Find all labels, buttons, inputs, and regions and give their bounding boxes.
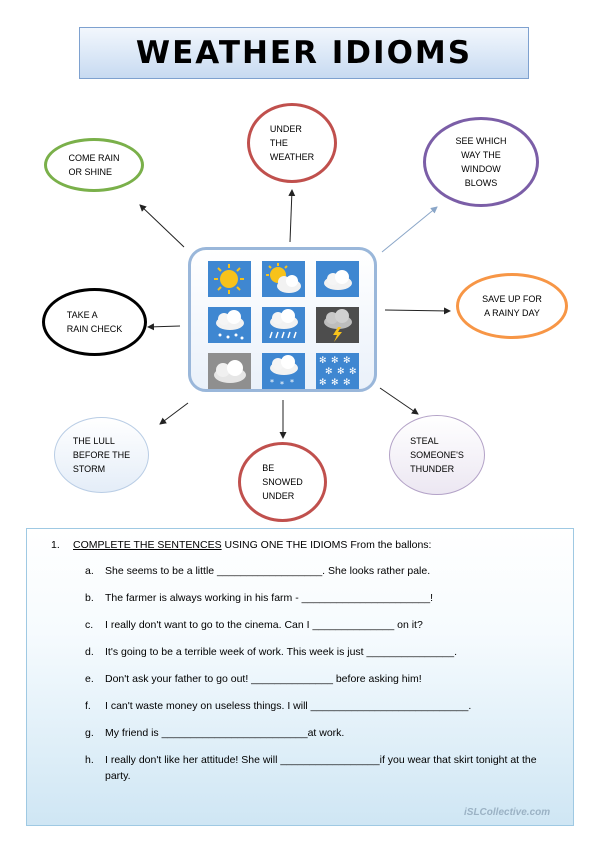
instruction-underlined: COMPLETE THE SENTENCES xyxy=(73,539,222,551)
bubble-steal-text: STEAL SOMEONE'S THUNDER xyxy=(410,436,464,474)
bubble-save-up: SAVE UP FOR A RAINY DAY xyxy=(456,273,568,339)
weather-icons-panel: *** ✻✻✻ ✻✻✻ ✻✻✻ xyxy=(188,247,377,392)
svg-text:✻: ✻ xyxy=(337,367,345,377)
snowflakes-icon: ✻✻✻ ✻✻✻ ✻✻✻ xyxy=(316,353,359,389)
exercise-number: 1. xyxy=(51,539,60,551)
svg-text:✻: ✻ xyxy=(331,356,339,366)
svg-text:*: * xyxy=(280,380,284,389)
bubble-under-weather: UNDER THE WEATHER xyxy=(247,103,337,183)
storm-icon xyxy=(316,307,359,343)
svg-text:*: * xyxy=(270,378,274,387)
item-letter: f. xyxy=(85,700,91,712)
instruction-rest: USING ONE THE IDIOMS From the ballons: xyxy=(221,539,432,551)
item-letter: e. xyxy=(85,673,94,685)
cloud-icon xyxy=(316,261,359,297)
bubble-come-rain-text: COME RAIN OR SHINE xyxy=(68,153,120,177)
page-title: WEATHER IDIOMS xyxy=(135,35,473,71)
arrow-take-rain-check xyxy=(147,323,181,331)
bubble-steal: STEAL SOMEONE'S THUNDER xyxy=(389,415,485,495)
item-letter: g. xyxy=(85,727,94,739)
item-sentence: My friend is _________________________at… xyxy=(105,727,345,739)
svg-text:✻: ✻ xyxy=(349,367,357,377)
item-letter: a. xyxy=(85,565,94,577)
item-letter: b. xyxy=(85,592,94,604)
item-sentence: I can't waste money on useless things. I… xyxy=(105,700,472,712)
svg-text:*: * xyxy=(290,378,294,387)
title-banner: WEATHER IDIOMS xyxy=(79,27,529,79)
item-sentence: She seems to be a little _______________… xyxy=(105,565,431,577)
svg-text:✻: ✻ xyxy=(331,378,339,388)
item-letter: d. xyxy=(85,646,94,658)
bubble-come-rain: COME RAIN OR SHINE xyxy=(44,138,144,192)
bubble-under-weather-text: UNDER THE WEATHER xyxy=(269,124,315,162)
arrow-the-lull xyxy=(159,402,189,425)
arrow-save-up xyxy=(384,307,451,315)
bubble-see-which: SEE WHICH WAY THE WINDOW BLOWS xyxy=(423,117,539,207)
bubble-save-up-text: SAVE UP FOR A RAINY DAY xyxy=(482,294,542,318)
rain-cloud-icon xyxy=(208,307,251,343)
exercise-box: 1. COMPLETE THE SENTENCES USING ONE THE I… xyxy=(26,528,574,826)
item-letter: c. xyxy=(85,619,94,631)
svg-text:✻: ✻ xyxy=(325,367,333,377)
item-sentence: Don't ask your father to go out! _______… xyxy=(105,673,422,685)
exercise-instruction: 1. COMPLETE THE SENTENCES USING ONE THE I… xyxy=(51,539,431,551)
bubble-the-lull: THE LULL BEFORE THE STORM xyxy=(54,417,149,493)
bubble-take-rain-check-text: TAKE A RAIN CHECK xyxy=(66,310,123,334)
svg-text:✻: ✻ xyxy=(343,378,351,388)
bubble-the-lull-text: THE LULL BEFORE THE STORM xyxy=(72,436,131,474)
bubble-be-snowed: BE SNOWED UNDER xyxy=(238,442,327,522)
arrow-see-which xyxy=(381,206,438,253)
bubble-be-snowed-text: BE SNOWED UNDER xyxy=(262,463,303,501)
item-sentence: I really don't like her attitude! She wi… xyxy=(105,754,540,782)
snow-cloud-icon: * * * xyxy=(262,353,305,389)
heavy-rain-icon xyxy=(262,307,305,343)
arrow-come-rain xyxy=(139,204,185,248)
dark-cloud-icon xyxy=(208,353,251,389)
svg-text:✻: ✻ xyxy=(319,356,327,366)
bubble-take-rain-check: TAKE A RAIN CHECK xyxy=(42,288,147,356)
watermark: iSLCollective.com xyxy=(464,807,551,818)
arrow-under-weather xyxy=(288,189,296,243)
sun-icon xyxy=(208,261,251,297)
sun-cloud-icon xyxy=(262,261,305,297)
arrows-layer xyxy=(139,189,451,439)
arrow-steal xyxy=(379,387,419,415)
svg-text:✻: ✻ xyxy=(343,356,351,366)
item-sentence: The farmer is always working in his farm… xyxy=(105,592,434,604)
item-sentence: It's going to be a terrible week of work… xyxy=(105,646,458,658)
item-letter: h. xyxy=(85,754,94,766)
item-sentence: I really don't want to go to the cinema.… xyxy=(105,619,423,631)
svg-text:✻: ✻ xyxy=(319,378,327,388)
bubble-see-which-text: SEE WHICH WAY THE WINDOW BLOWS xyxy=(455,136,507,188)
